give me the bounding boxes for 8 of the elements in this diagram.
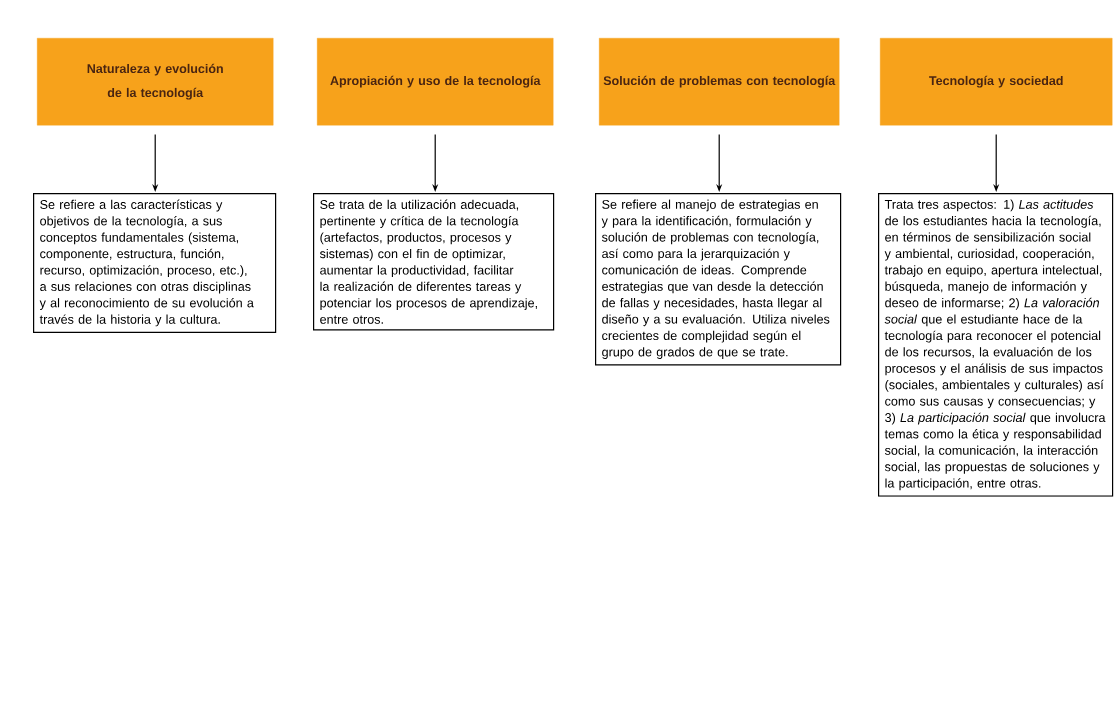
description-box: Trata tres aspectos: 1) Las actitudes de los estudiantes hacia la tecnología, en términos de sensibilización social y ambiental, curiosidad, cooperación, trabajo en equipo, apertura intelectual, búsqueda, manejo de información y deseo de informarse; 2) La valoración social que el estudiante hace de la tecnología para reconocer el potencial de los recursos, la evaluación de los procesos y el análisis de sus impactos (sociales, ambientales y culturales) así como sus causas y consecuencias; y 3) La participación social que involucra temas como la ética y responsabilidad social, la comunicación, la interacción social, las propuestas de soluciones y la participación, entre otras. — [878, 193, 1114, 497]
description-box: Se trata de la utilización adecuada, pertinente y crítica de la tecnología (artefactos, productos, procesos y sistemas) con el fin de optimizar, aumentar la productividad, facilitar la realización de diferentes tareas y potenciar los procesos de aprendizaje, entre otros. — [313, 193, 555, 331]
category-box: Tecnología y sociedad — [880, 38, 1113, 126]
description-box: Se refiere al manejo de estrategias en y para la identificación, formulación y solución de problemas con tecnología, así como para la jerarquización y comunicación de ideas. Comprende estrategias que van desde la detección de fallas y necesidades, hasta llegar al diseño y a su evaluación. Utiliza niveles crecientes de complejidad según el grupo de grados de que se trate. — [595, 193, 842, 366]
description-box: Se refiere a las características y objetivos de la tecnología, a sus conceptos fundamentales (sistema, componente, estructura, función, recurso, optimización, proceso, etc.), a sus relaciones con otras disciplinas y al reconocimiento de su evolución a través de la historia y la cultura. — [33, 193, 277, 333]
category-box: Naturaleza y evolución de la tecnología — [37, 38, 274, 126]
category-box: Apropiación y uso de la tecnología — [317, 38, 554, 126]
category-box: Solución de problemas con tecnología — [599, 38, 840, 126]
